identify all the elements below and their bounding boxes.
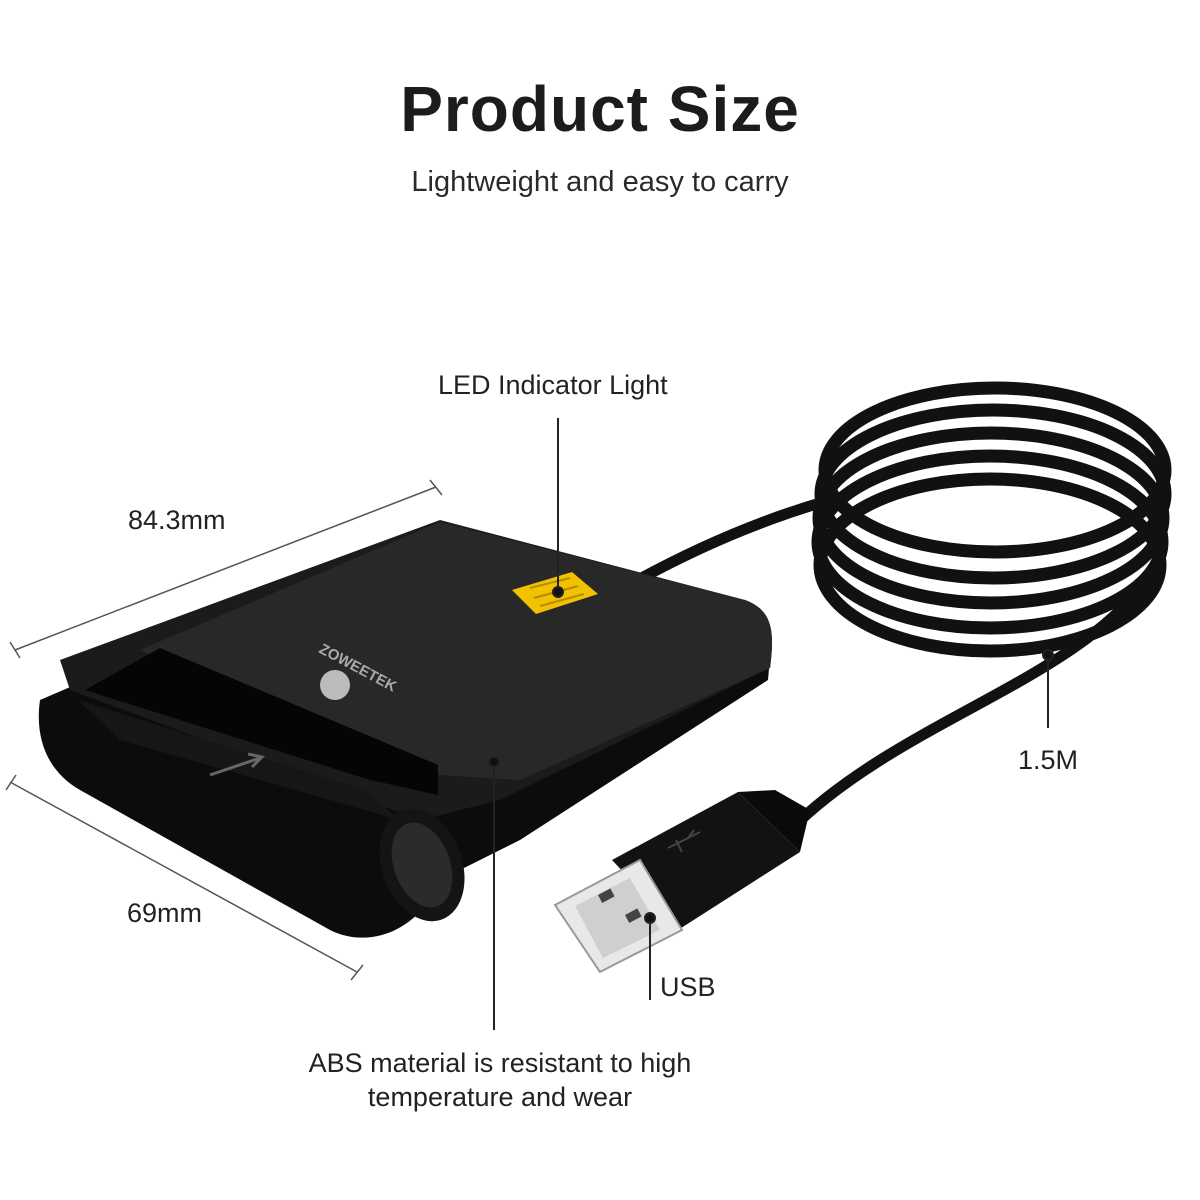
material-label: ABS material is resistant to high temper… [308, 1048, 692, 1112]
insert-arrow-icon [209, 752, 266, 777]
coiled-cable [811, 381, 1172, 658]
cable-length-label: 1.5M [1018, 745, 1079, 775]
length-dimension-line [9, 479, 443, 659]
led-indicator-label: LED Indicator Light [438, 370, 668, 400]
callout-leaders [488, 418, 1054, 1030]
length-label: 84.3mm [128, 505, 226, 535]
page-title: Product Size [400, 73, 800, 145]
card-reader-body: ZOWEETEK [38, 520, 772, 938]
usb-plug [553, 790, 810, 974]
usb-label: USB [660, 972, 716, 1002]
width-dimension-line [5, 774, 364, 981]
page-subtitle: Lightweight and easy to carry [411, 166, 789, 198]
cable-to-usb [786, 571, 1155, 834]
usb-symbol-icon [667, 829, 701, 853]
brand-logo [320, 670, 350, 700]
width-label: 69mm [127, 898, 203, 928]
